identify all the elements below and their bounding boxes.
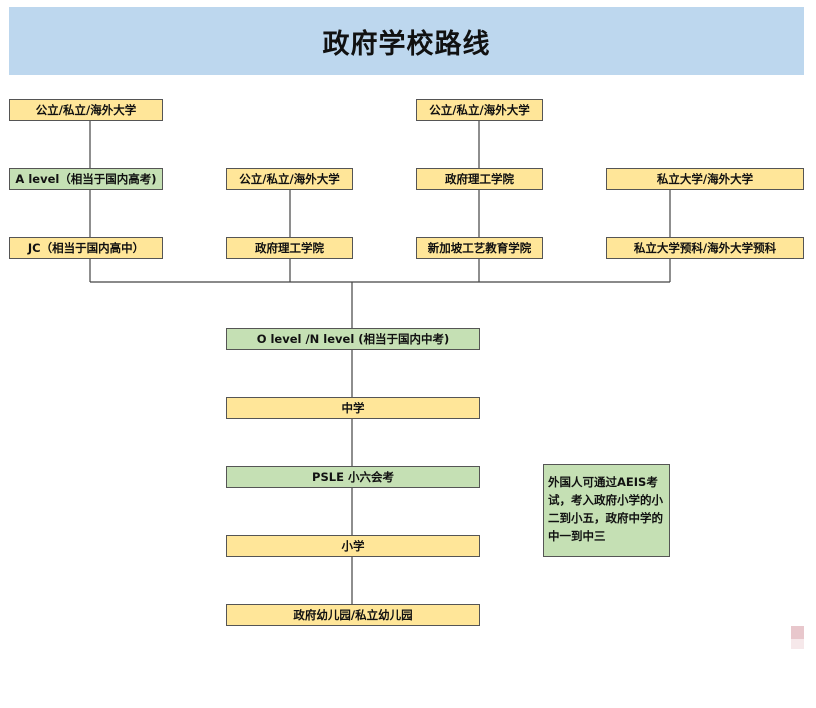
node-private-university: 私立大学/海外大学 <box>606 168 804 190</box>
node-kindergarten: 政府幼儿园/私立幼儿园 <box>226 604 480 626</box>
corner-mark <box>791 626 804 639</box>
corner-mark-fade <box>791 639 804 649</box>
node-secondary-school: 中学 <box>226 397 480 419</box>
node-o-level: O level /N level (相当于国内中考) <box>226 328 480 350</box>
aeis-note: 外国人可通过AEIS考试，考入政府小学的小二到小五，政府中学的中一到中三 <box>543 464 670 557</box>
node-private-prep: 私立大学预科/海外大学预科 <box>606 237 804 259</box>
diagram-title: 政府学校路线 <box>322 28 491 60</box>
node-psle: PSLE 小六会考 <box>226 466 480 488</box>
node-polytechnic-col2: 政府理工学院 <box>226 237 353 259</box>
node-university-col3: 公立/私立/海外大学 <box>416 99 543 121</box>
node-junior-college: JC（相当于国内高中） <box>9 237 163 259</box>
node-primary-school: 小学 <box>226 535 480 557</box>
node-a-level: A level（相当于国内高考) <box>9 168 163 190</box>
title-banner: 政府学校路线 <box>9 7 804 75</box>
node-university-col1: 公立/私立/海外大学 <box>9 99 163 121</box>
node-polytechnic-col3: 政府理工学院 <box>416 168 543 190</box>
node-university-col2: 公立/私立/海外大学 <box>226 168 353 190</box>
node-ite: 新加坡工艺教育学院 <box>416 237 543 259</box>
